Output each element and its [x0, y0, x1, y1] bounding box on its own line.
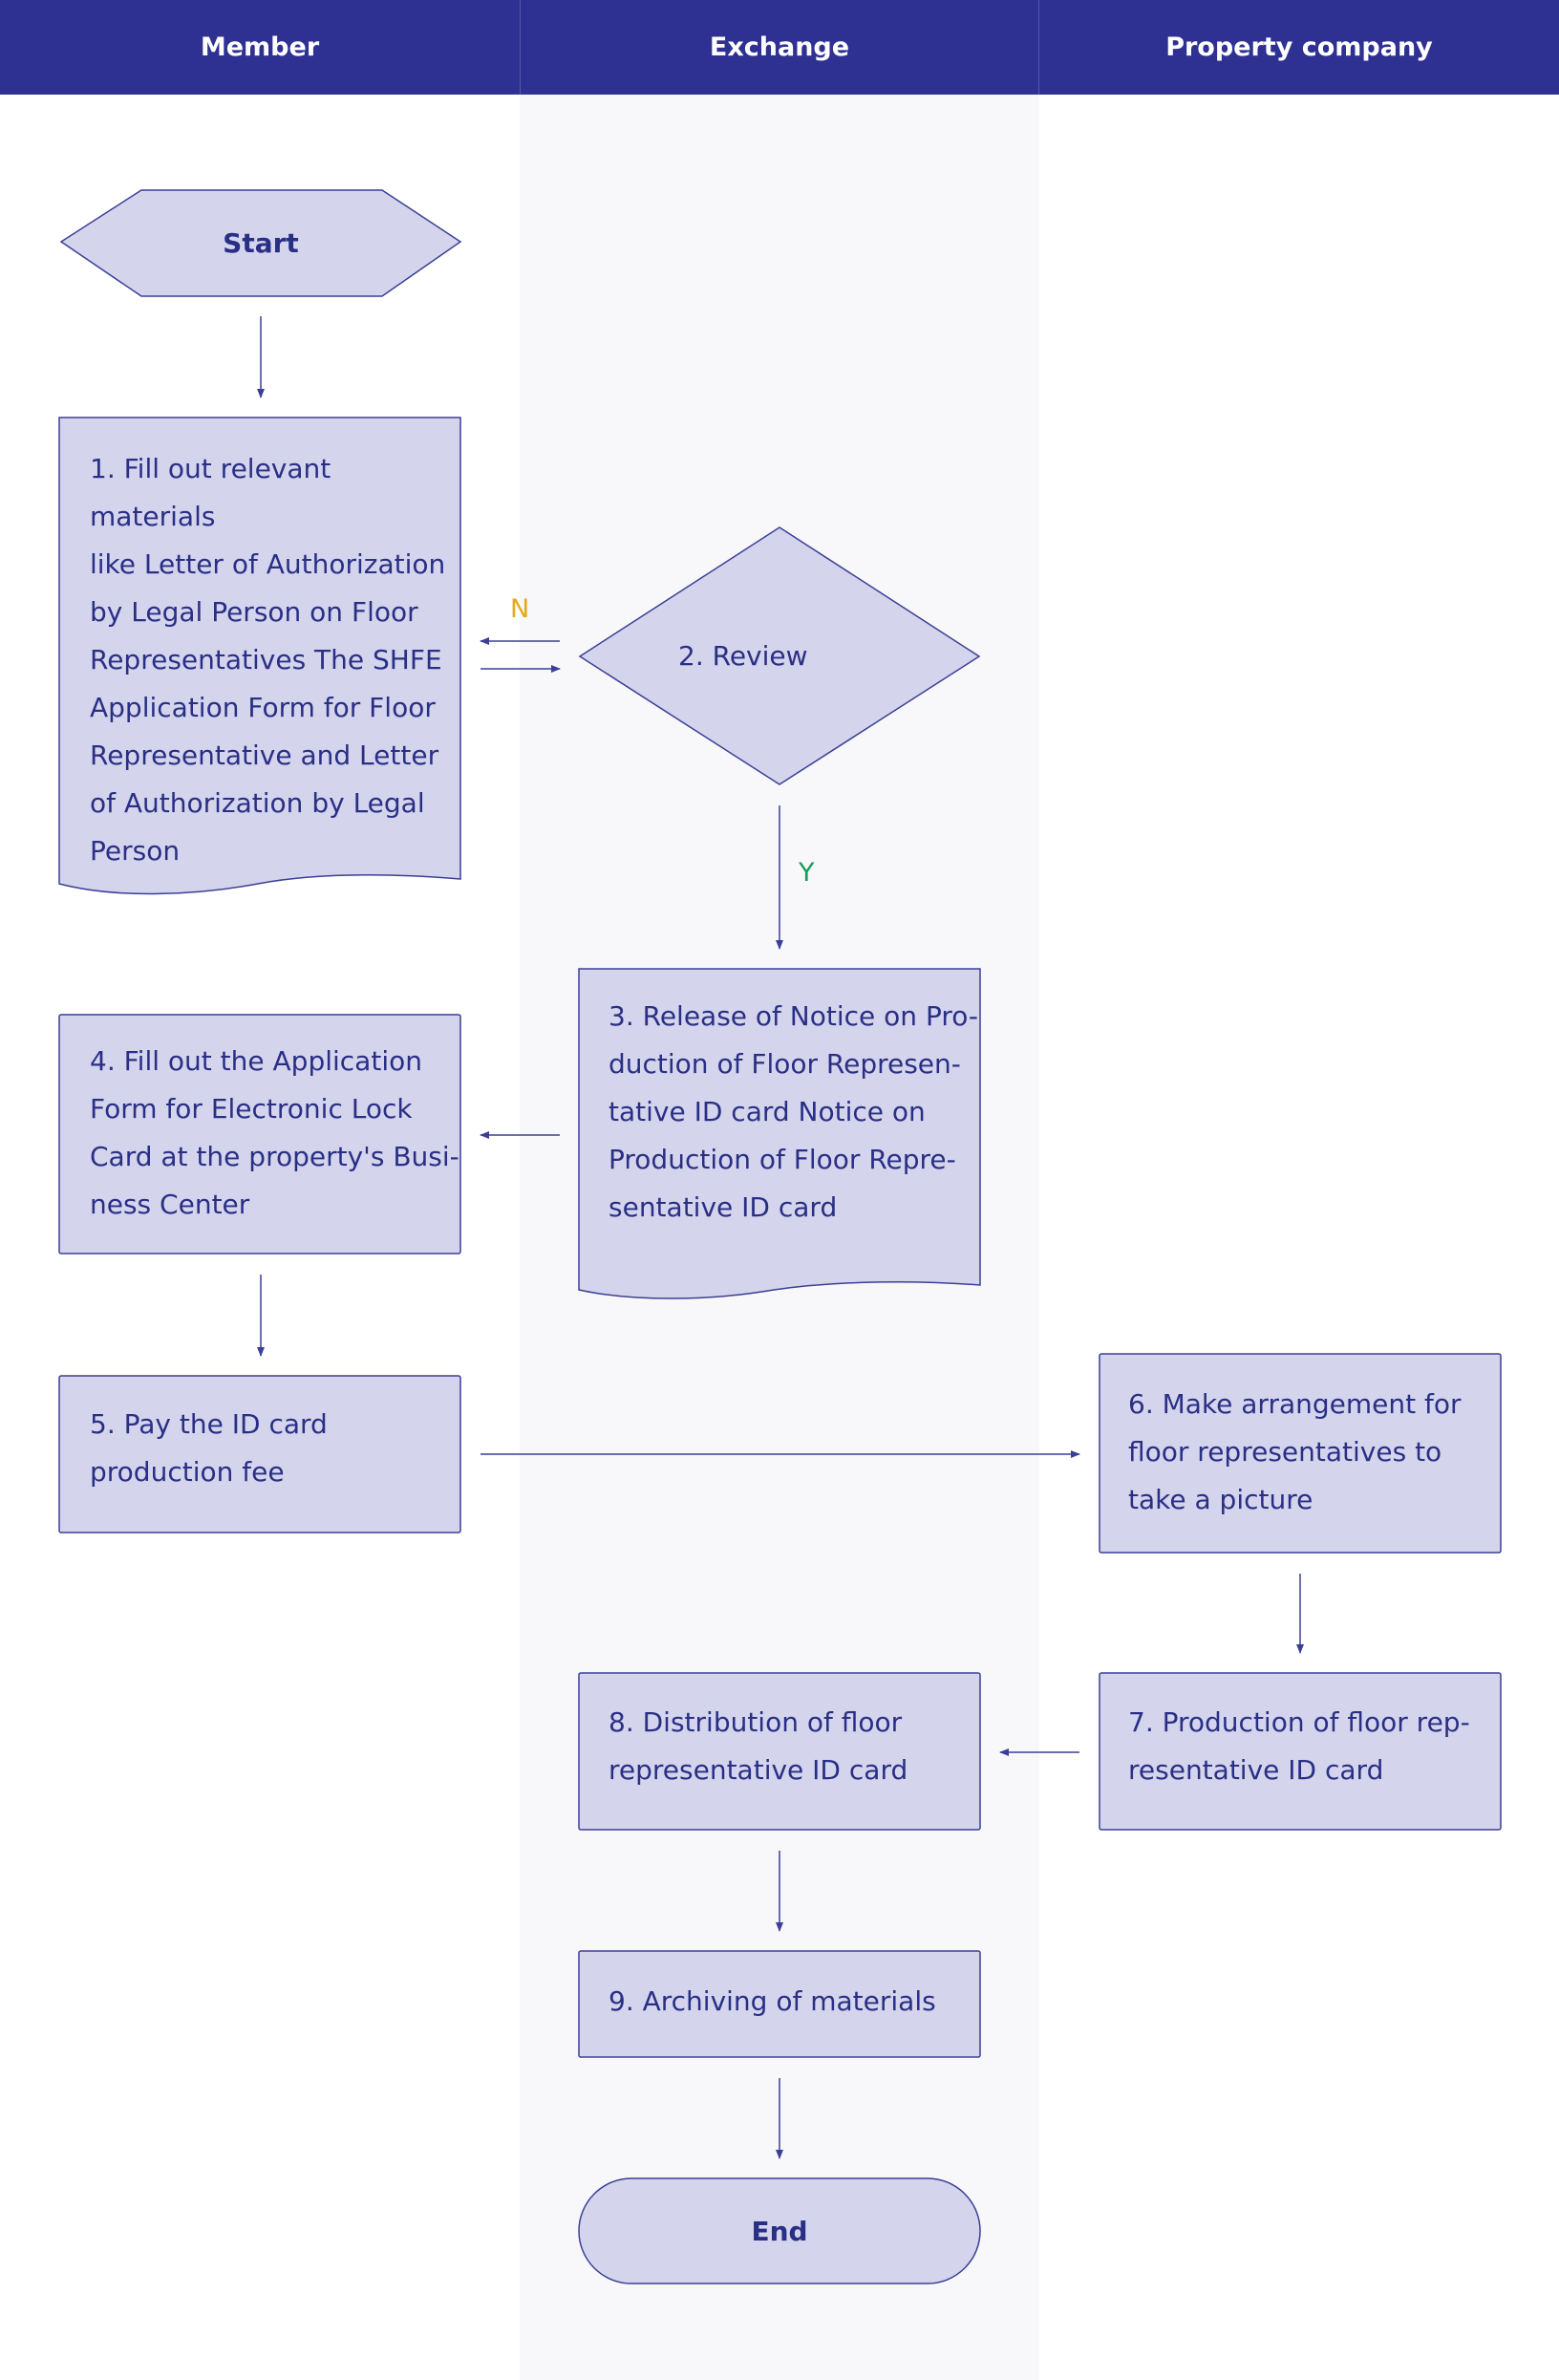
step8-label: 8. Distribution of floor representative …: [609, 1706, 908, 1786]
lane-header-exchange: Exchange: [520, 0, 1039, 95]
step1-label: 1. Fill out relevant materials like Lett…: [90, 453, 446, 867]
step4-shape: [58, 1014, 461, 1254]
end-label: End: [751, 2215, 808, 2247]
step9-shape: [578, 1950, 981, 2058]
step6-label: 6. Make arrangement for floor representa…: [1128, 1388, 1462, 1515]
step1-shape: [58, 417, 461, 895]
step7-label: 7. Production of floor rep- resentative …: [1128, 1706, 1470, 1786]
step7-shape: [1099, 1672, 1502, 1831]
step8-shape: [578, 1672, 981, 1831]
step9-label: 9. Archiving of materials: [609, 1985, 936, 2017]
lane-header-property-company: Property company: [1165, 32, 1433, 62]
start-shape: [59, 189, 462, 297]
step2-shape: [578, 526, 981, 785]
step6-shape: [1099, 1353, 1502, 1554]
step3-label: 3. Release of Notice on Pro- duction of …: [609, 1000, 978, 1223]
step2-label: 2. Review: [678, 640, 808, 672]
step5-label: 5. Pay the ID card production fee: [90, 1408, 328, 1488]
step5-shape: [58, 1375, 461, 1533]
step3-shape: [578, 968, 981, 1299]
edge-label-no: N: [510, 594, 530, 624]
lane-property-company: [1039, 95, 1559, 2380]
edge-label-yes: Y: [799, 858, 815, 888]
lane-header-member: Member: [200, 32, 320, 62]
start-label: Start: [223, 227, 299, 259]
step4-label: 4. Fill out the Application Form for Ele…: [90, 1045, 459, 1220]
swimlane-header: Member Exchange Property company: [0, 0, 1559, 95]
end-shape: [578, 2177, 981, 2284]
